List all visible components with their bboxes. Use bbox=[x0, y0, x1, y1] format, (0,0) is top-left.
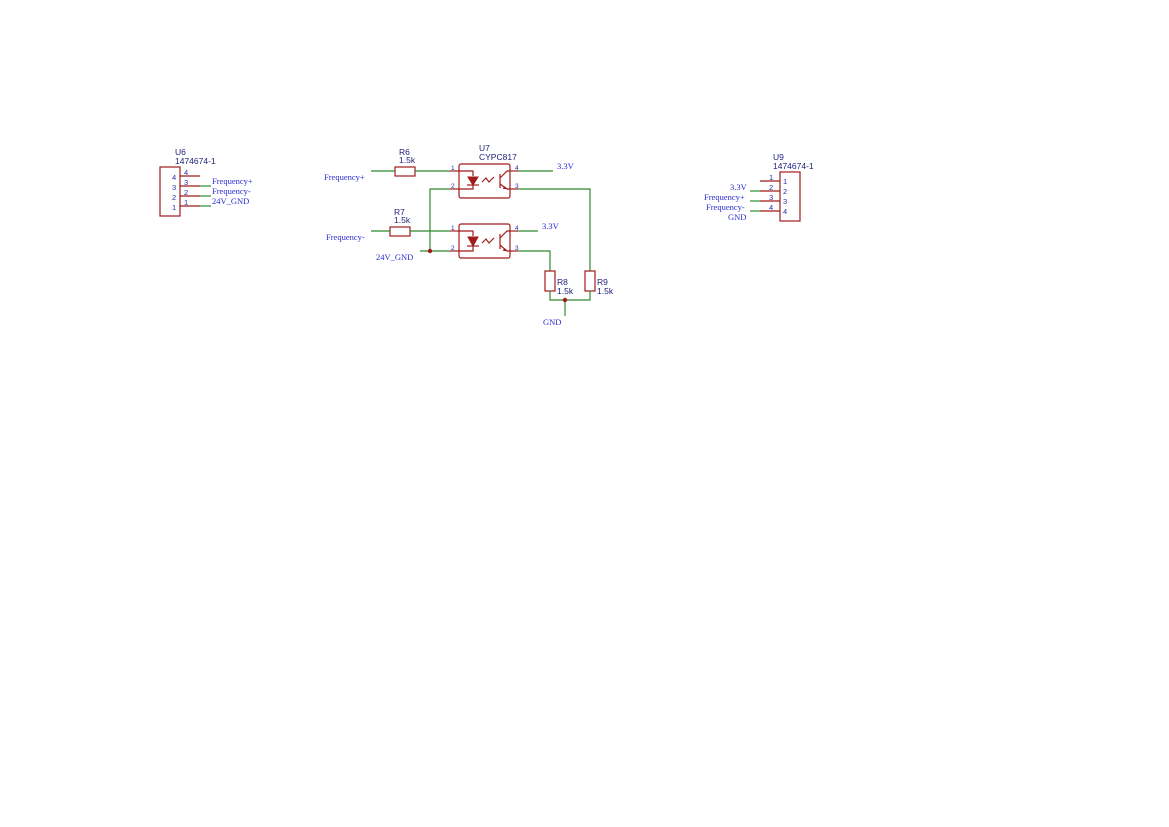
u7b-led-icon bbox=[467, 236, 479, 248]
u6-body bbox=[159, 166, 181, 217]
u9-body bbox=[779, 171, 801, 222]
r7-value: 1.5k bbox=[394, 215, 411, 225]
u7a-pin-num-2: 2 bbox=[451, 183, 455, 190]
optocoupler-u7b[interactable]: 1 2 4 3 bbox=[450, 223, 519, 259]
junction-24v-gnd bbox=[427, 248, 433, 254]
net-label-u6-frequency-minus: Frequency- bbox=[212, 186, 251, 196]
resistor-r7[interactable]: R7 1.5k bbox=[389, 207, 411, 237]
u7-value: CYPC817 bbox=[479, 152, 517, 162]
net-label-frequency-plus: Frequency+ bbox=[324, 172, 365, 182]
net-label-u6-frequency-plus: Frequency+ bbox=[212, 176, 253, 186]
u7a-led-cathode-lead bbox=[459, 185, 474, 190]
net-label-frequency-minus: Frequency- bbox=[326, 232, 365, 242]
r7-refdes: R7 bbox=[394, 207, 405, 217]
u7a-light-arrow-icon bbox=[481, 176, 495, 183]
net-label-u9-frequency-minus: Frequency- bbox=[706, 202, 745, 212]
wire-u7a-cathode bbox=[429, 188, 450, 251]
u7-refdes: U7 bbox=[479, 143, 490, 153]
u6-pin-label-3: 3 bbox=[172, 183, 176, 192]
u7b-collector bbox=[499, 230, 510, 239]
r6-body bbox=[394, 166, 416, 177]
u6-pin-label-1: 1 bbox=[172, 203, 176, 212]
u7b-pin-num-3: 3 bbox=[515, 245, 519, 252]
junction-gnd bbox=[562, 297, 568, 303]
u7a-pin-num-3: 3 bbox=[515, 183, 519, 190]
u9-pin-num-2: 2 bbox=[769, 183, 773, 192]
u7b-light-arrow-icon bbox=[481, 237, 495, 244]
u9-pin-num-1: 1 bbox=[769, 173, 773, 182]
r6-value: 1.5k bbox=[399, 155, 416, 165]
r9-refdes: R9 bbox=[597, 277, 608, 287]
u7a-pin-num-1: 1 bbox=[451, 165, 455, 172]
u6-value: 1474674-1 bbox=[175, 156, 216, 166]
u7a-pin-num-4: 4 bbox=[515, 165, 519, 172]
u6-pin-num-3: 3 bbox=[184, 178, 188, 187]
u9-pin-label-2: 2 bbox=[783, 187, 787, 196]
u7b-pin-num-4: 4 bbox=[515, 225, 519, 232]
u6-pin-label-4: 4 bbox=[172, 173, 176, 182]
u7b-led-anode-lead bbox=[459, 230, 474, 236]
net-label-3v3-top: 3.3V bbox=[557, 161, 575, 171]
u9-value: 1474674-1 bbox=[773, 161, 814, 171]
net-label-u9-gnd: GND bbox=[728, 212, 746, 222]
u7a-emitter-arrow-icon bbox=[503, 186, 508, 189]
u6-pin-label-2: 2 bbox=[172, 193, 176, 202]
r9-body bbox=[584, 270, 596, 292]
u7b-emitter-arrow-icon bbox=[503, 248, 508, 251]
u6-pin-num-4: 4 bbox=[184, 168, 188, 177]
u7b-pin-num-2: 2 bbox=[451, 245, 455, 252]
u7a-led-anode-lead bbox=[459, 170, 474, 176]
r7-body bbox=[389, 226, 411, 237]
resistor-r6[interactable]: R6 1.5k bbox=[394, 147, 416, 177]
net-label-u9-3v3: 3.3V bbox=[730, 182, 748, 192]
u6-pin-num-2: 2 bbox=[184, 188, 188, 197]
u7a-led-icon bbox=[467, 176, 479, 186]
r8-value: 1.5k bbox=[557, 286, 574, 296]
net-label-gnd: GND bbox=[543, 317, 561, 327]
u9-refdes: U9 bbox=[773, 152, 784, 162]
input-wiring: Frequency+ Frequency- 24V_GND R6 1.5k R7… bbox=[324, 147, 450, 262]
u9-pin-num-3: 3 bbox=[769, 193, 773, 202]
u7a-collector bbox=[499, 170, 510, 179]
r8-refdes: R8 bbox=[557, 277, 568, 287]
connector-u6[interactable]: U6 1474674-1 4 3 2 1 4 3 2 1 Frequency+ … bbox=[159, 147, 253, 217]
wire-u7a-emitter-r9 bbox=[518, 188, 591, 271]
net-label-3v3-bottom: 3.3V bbox=[542, 221, 560, 231]
u6-refdes: U6 bbox=[175, 147, 186, 157]
net-label-u6-24v-gnd: 24V_GND bbox=[212, 196, 249, 206]
net-label-u9-frequency-plus: Frequency+ bbox=[704, 192, 745, 202]
u9-pin-label-4: 4 bbox=[783, 207, 787, 216]
resistor-r9[interactable]: R9 1.5k bbox=[584, 270, 614, 296]
u7b-led-cathode-lead bbox=[459, 246, 474, 252]
connector-u9[interactable]: U9 1474674-1 1 2 3 4 1 2 3 4 3.3V Freque… bbox=[704, 152, 814, 222]
u7b-pin-num-1: 1 bbox=[451, 225, 455, 232]
optocoupler-u7a[interactable]: U7 CYPC817 1 2 4 3 bbox=[450, 143, 519, 199]
u9-pin-label-3: 3 bbox=[783, 197, 787, 206]
u6-pin-num-1: 1 bbox=[184, 198, 188, 207]
wire-u7b-emitter-r8 bbox=[518, 250, 551, 271]
u7b-body bbox=[458, 223, 511, 259]
r8-body bbox=[544, 270, 556, 292]
wire-r8-r9-gnd bbox=[549, 291, 591, 301]
r9-value: 1.5k bbox=[597, 286, 614, 296]
u7a-body bbox=[458, 163, 511, 199]
resistor-r8[interactable]: R8 1.5k bbox=[544, 270, 574, 296]
u9-pin-label-1: 1 bbox=[783, 177, 787, 186]
net-label-24v-gnd: 24V_GND bbox=[376, 252, 413, 262]
u9-pin-num-4: 4 bbox=[769, 203, 773, 212]
r6-refdes: R6 bbox=[399, 147, 410, 157]
